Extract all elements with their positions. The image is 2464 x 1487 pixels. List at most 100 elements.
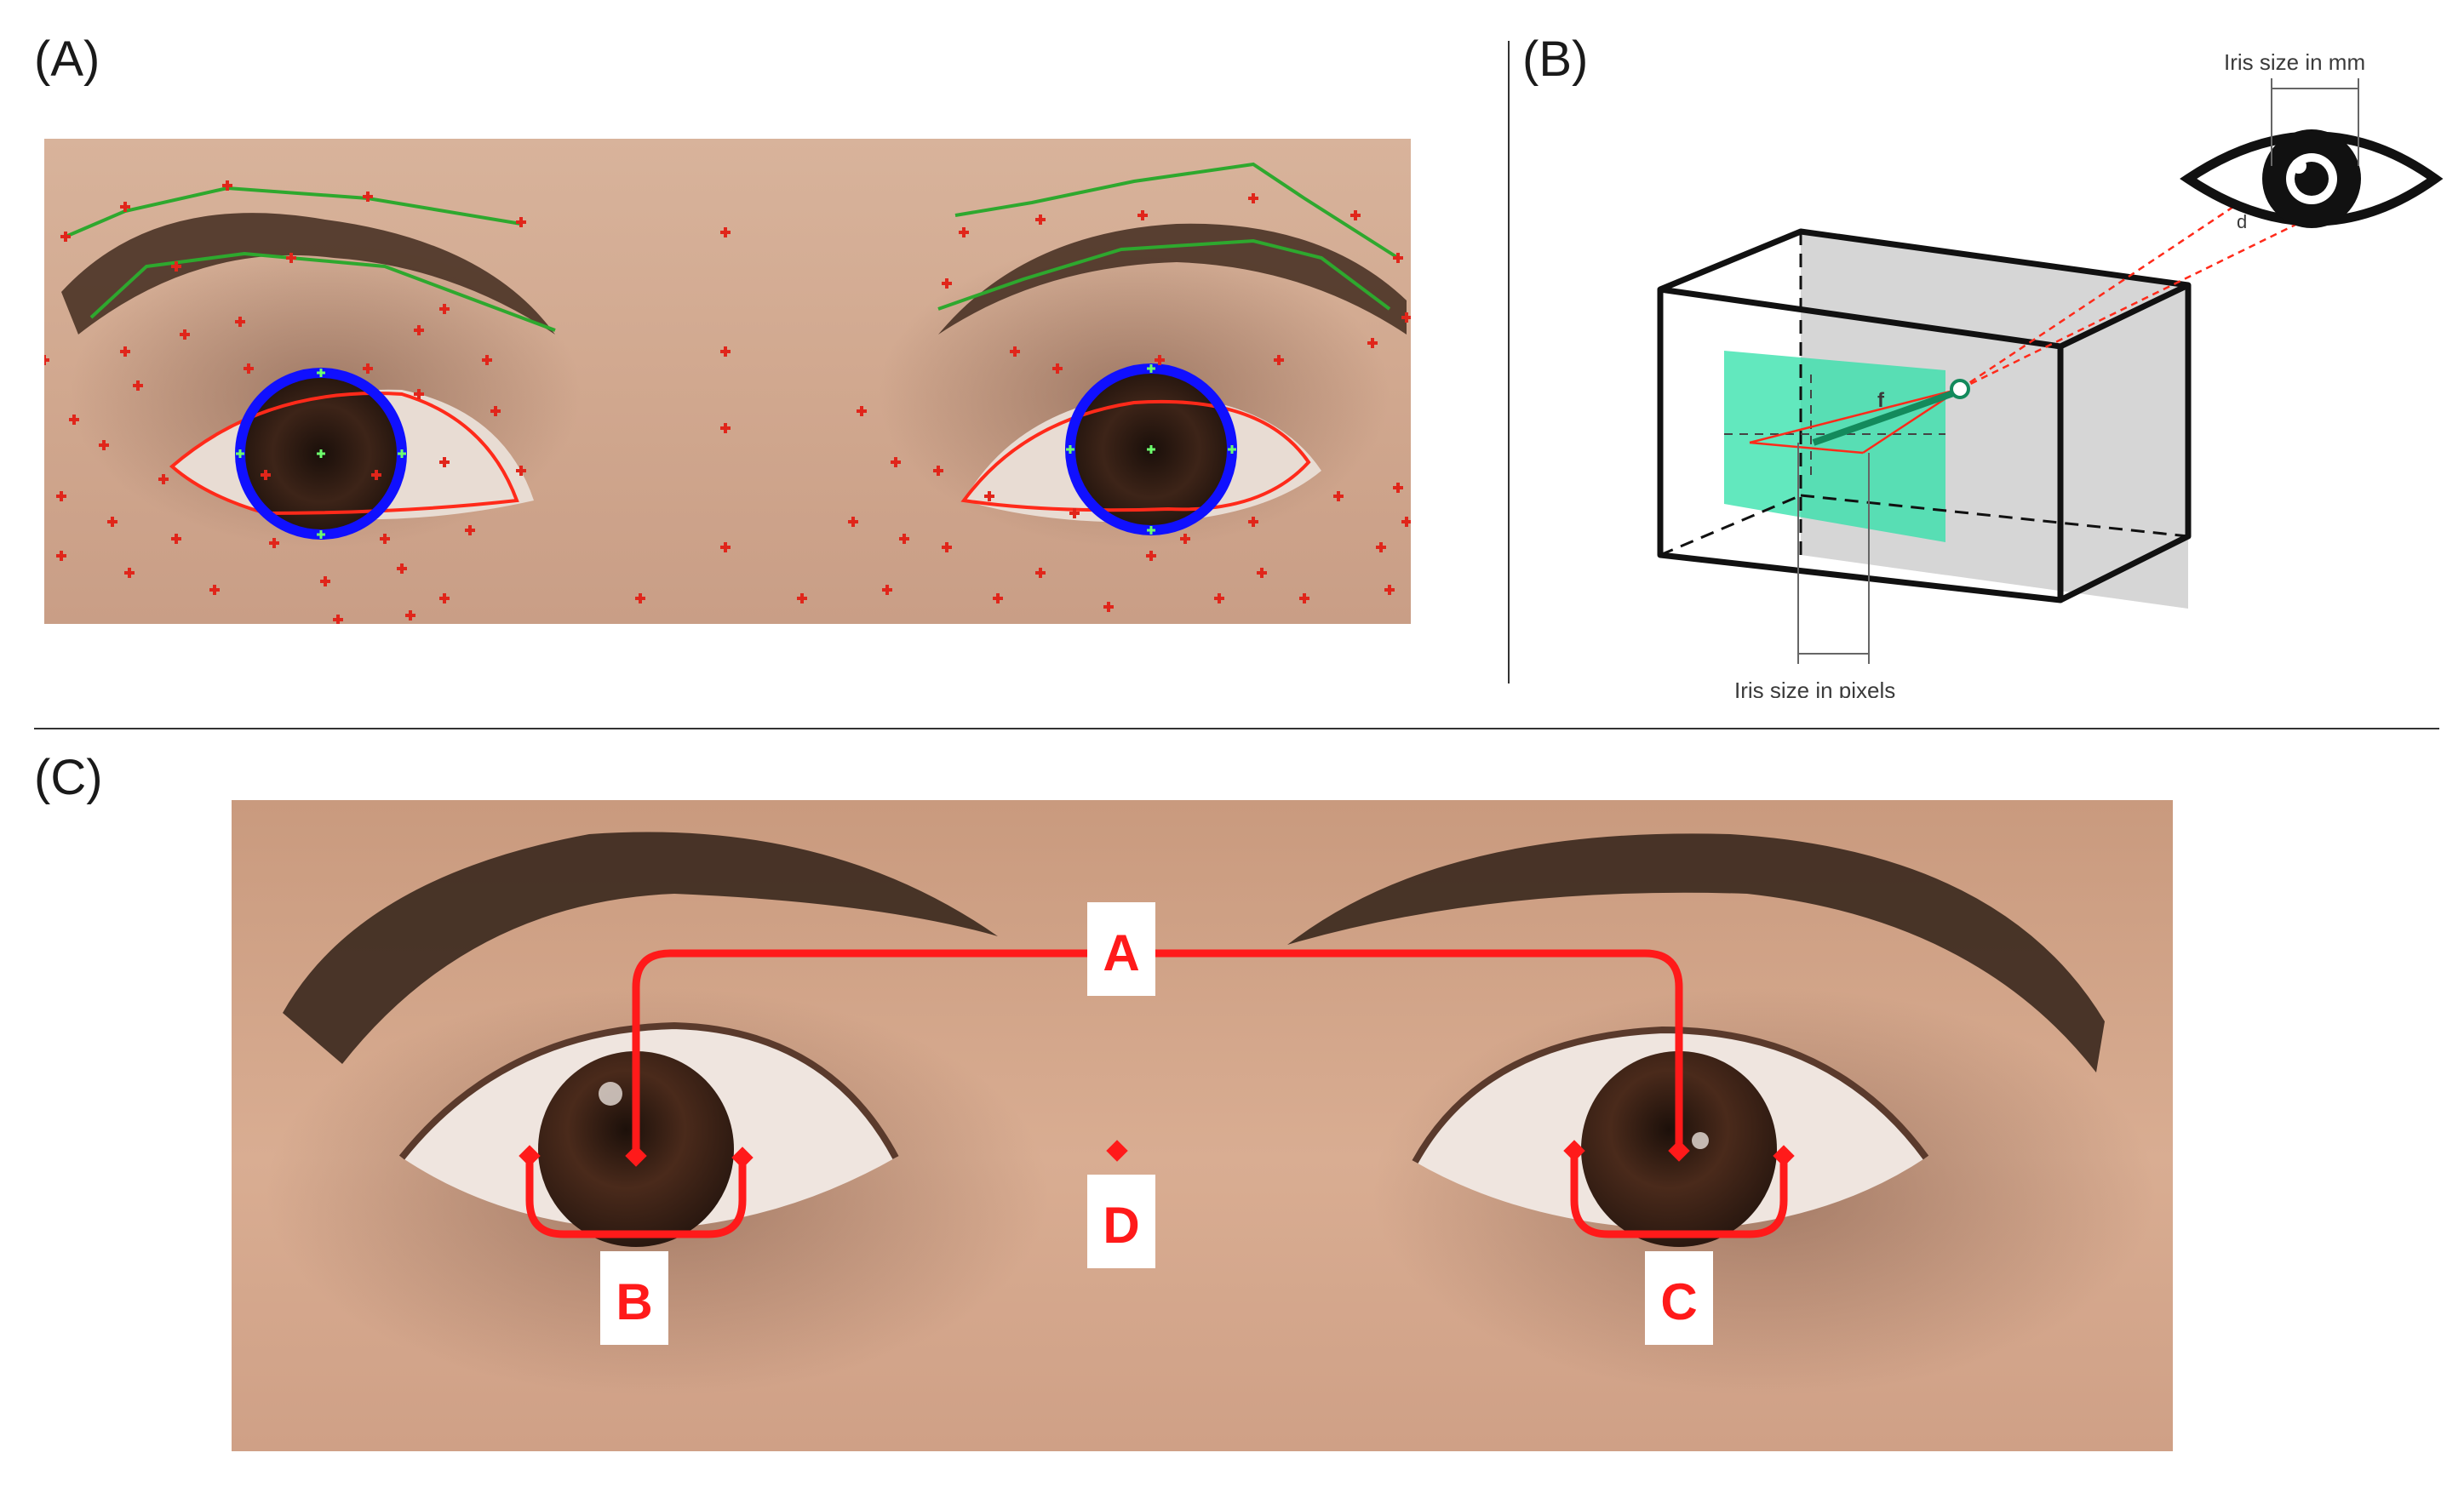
landmark-point [848,517,858,527]
face-background [44,139,1411,624]
landmark-point [371,470,381,480]
landmark-point [414,325,424,335]
landmark-point [171,261,181,272]
landmark-point [333,615,343,624]
landmark-point [171,534,181,544]
landmark-point [244,363,254,374]
panel-b-label: (B) [1522,31,1589,87]
landmark-point [1069,508,1080,518]
panel-a-label: (A) [34,31,100,87]
landmark-point [1274,355,1284,365]
focal-length-line [1812,388,1960,446]
landmark-point [720,346,731,357]
landmark-point [56,491,66,501]
landmark-point [516,217,526,227]
svg-text:D: D [1103,1197,1139,1254]
landmark-point [69,415,79,425]
landmark-point [959,227,969,237]
callout-a: A [1087,902,1155,996]
facial-landmark-points [44,180,1411,624]
measurement-annotations [525,949,1788,1238]
landmark-point [1248,517,1258,527]
landmark-point [99,440,109,450]
eye-icon [2180,129,2444,228]
iris-points [236,364,1236,539]
landmark-point [1393,483,1403,493]
landmark-point [60,232,71,242]
panel-b-camera-diagram: f d Iris size in mm Iris size in pixels [1657,49,2444,698]
landmark-point [56,551,66,561]
landmark-point [158,474,169,484]
eyebrows [283,832,2105,1072]
landmark-point [397,563,407,574]
landmark-point [635,593,645,603]
panel-a-landmark-photo [44,139,1411,624]
landmark-point [1155,355,1165,365]
landmark-point [107,517,117,527]
landmark-point [1248,193,1258,203]
distance-label: d [2237,211,2247,232]
landmark-point [1393,253,1403,263]
landmark-point [516,466,526,476]
landmark-point [857,406,867,416]
landmark-point [1401,312,1411,323]
landmark-point [993,593,1003,603]
landmark-point [984,491,994,501]
landmark-point [1214,593,1224,603]
landmark-point [1137,210,1148,220]
interpupillary-bracket [632,949,1683,1153]
landmark-point [1035,568,1046,578]
landmark-point [209,585,220,595]
landmark-point [222,180,232,191]
svg-text:A: A [1103,924,1139,981]
landmark-point [380,534,390,544]
landmark-point [882,585,892,595]
sensor-plane [1724,351,1945,542]
landmark-point [414,389,424,399]
iris-mm-label: Iris size in mm [2224,49,2365,75]
landmark-point [942,542,952,552]
landmark-point [933,466,943,476]
landmark-point [120,346,130,357]
landmark-point [286,253,296,263]
landmark-point [235,317,245,327]
landmark-point [942,278,952,289]
landmark-point [261,470,271,480]
callout-c: C [1645,1251,1713,1345]
vertical-divider [1508,41,1510,683]
landmark-point [439,304,450,314]
landmark-point [1010,346,1020,357]
landmark-point [320,576,330,586]
landmark-point [363,363,373,374]
landmark-point [1350,210,1361,220]
landmark-point [269,538,279,548]
landmark-point [1052,363,1063,374]
horizontal-divider [34,728,2439,729]
landmark-point [797,593,807,603]
landmark-point [720,542,731,552]
landmark-point [180,329,190,340]
landmark-point [120,202,130,212]
svg-text:B: B [616,1273,652,1330]
landmark-point [1376,542,1386,552]
landmark-point [490,406,501,416]
iris-pixel-dimension [1797,443,1870,664]
landmark-point [439,593,450,603]
landmark-point [1333,491,1344,501]
landmark-point [1103,602,1114,612]
left-iris-bracket [525,1153,747,1238]
panel-c-measurement-photo: A B C D [232,800,2173,1451]
landmark-point [891,457,901,467]
landmark-point [439,457,450,467]
panel-c-label: (C) [34,750,103,805]
camera-box [1657,228,2192,609]
landmark-point [1180,534,1190,544]
right-iris-bracket [1570,1153,1788,1238]
landmark-point [720,227,731,237]
landmark-point [405,610,415,621]
landmark-point [1384,585,1395,595]
iris-mm-dimension [2271,78,2359,166]
landmark-point [1146,551,1156,561]
svg-text:C: C [1660,1273,1697,1330]
landmark-point [465,525,475,535]
